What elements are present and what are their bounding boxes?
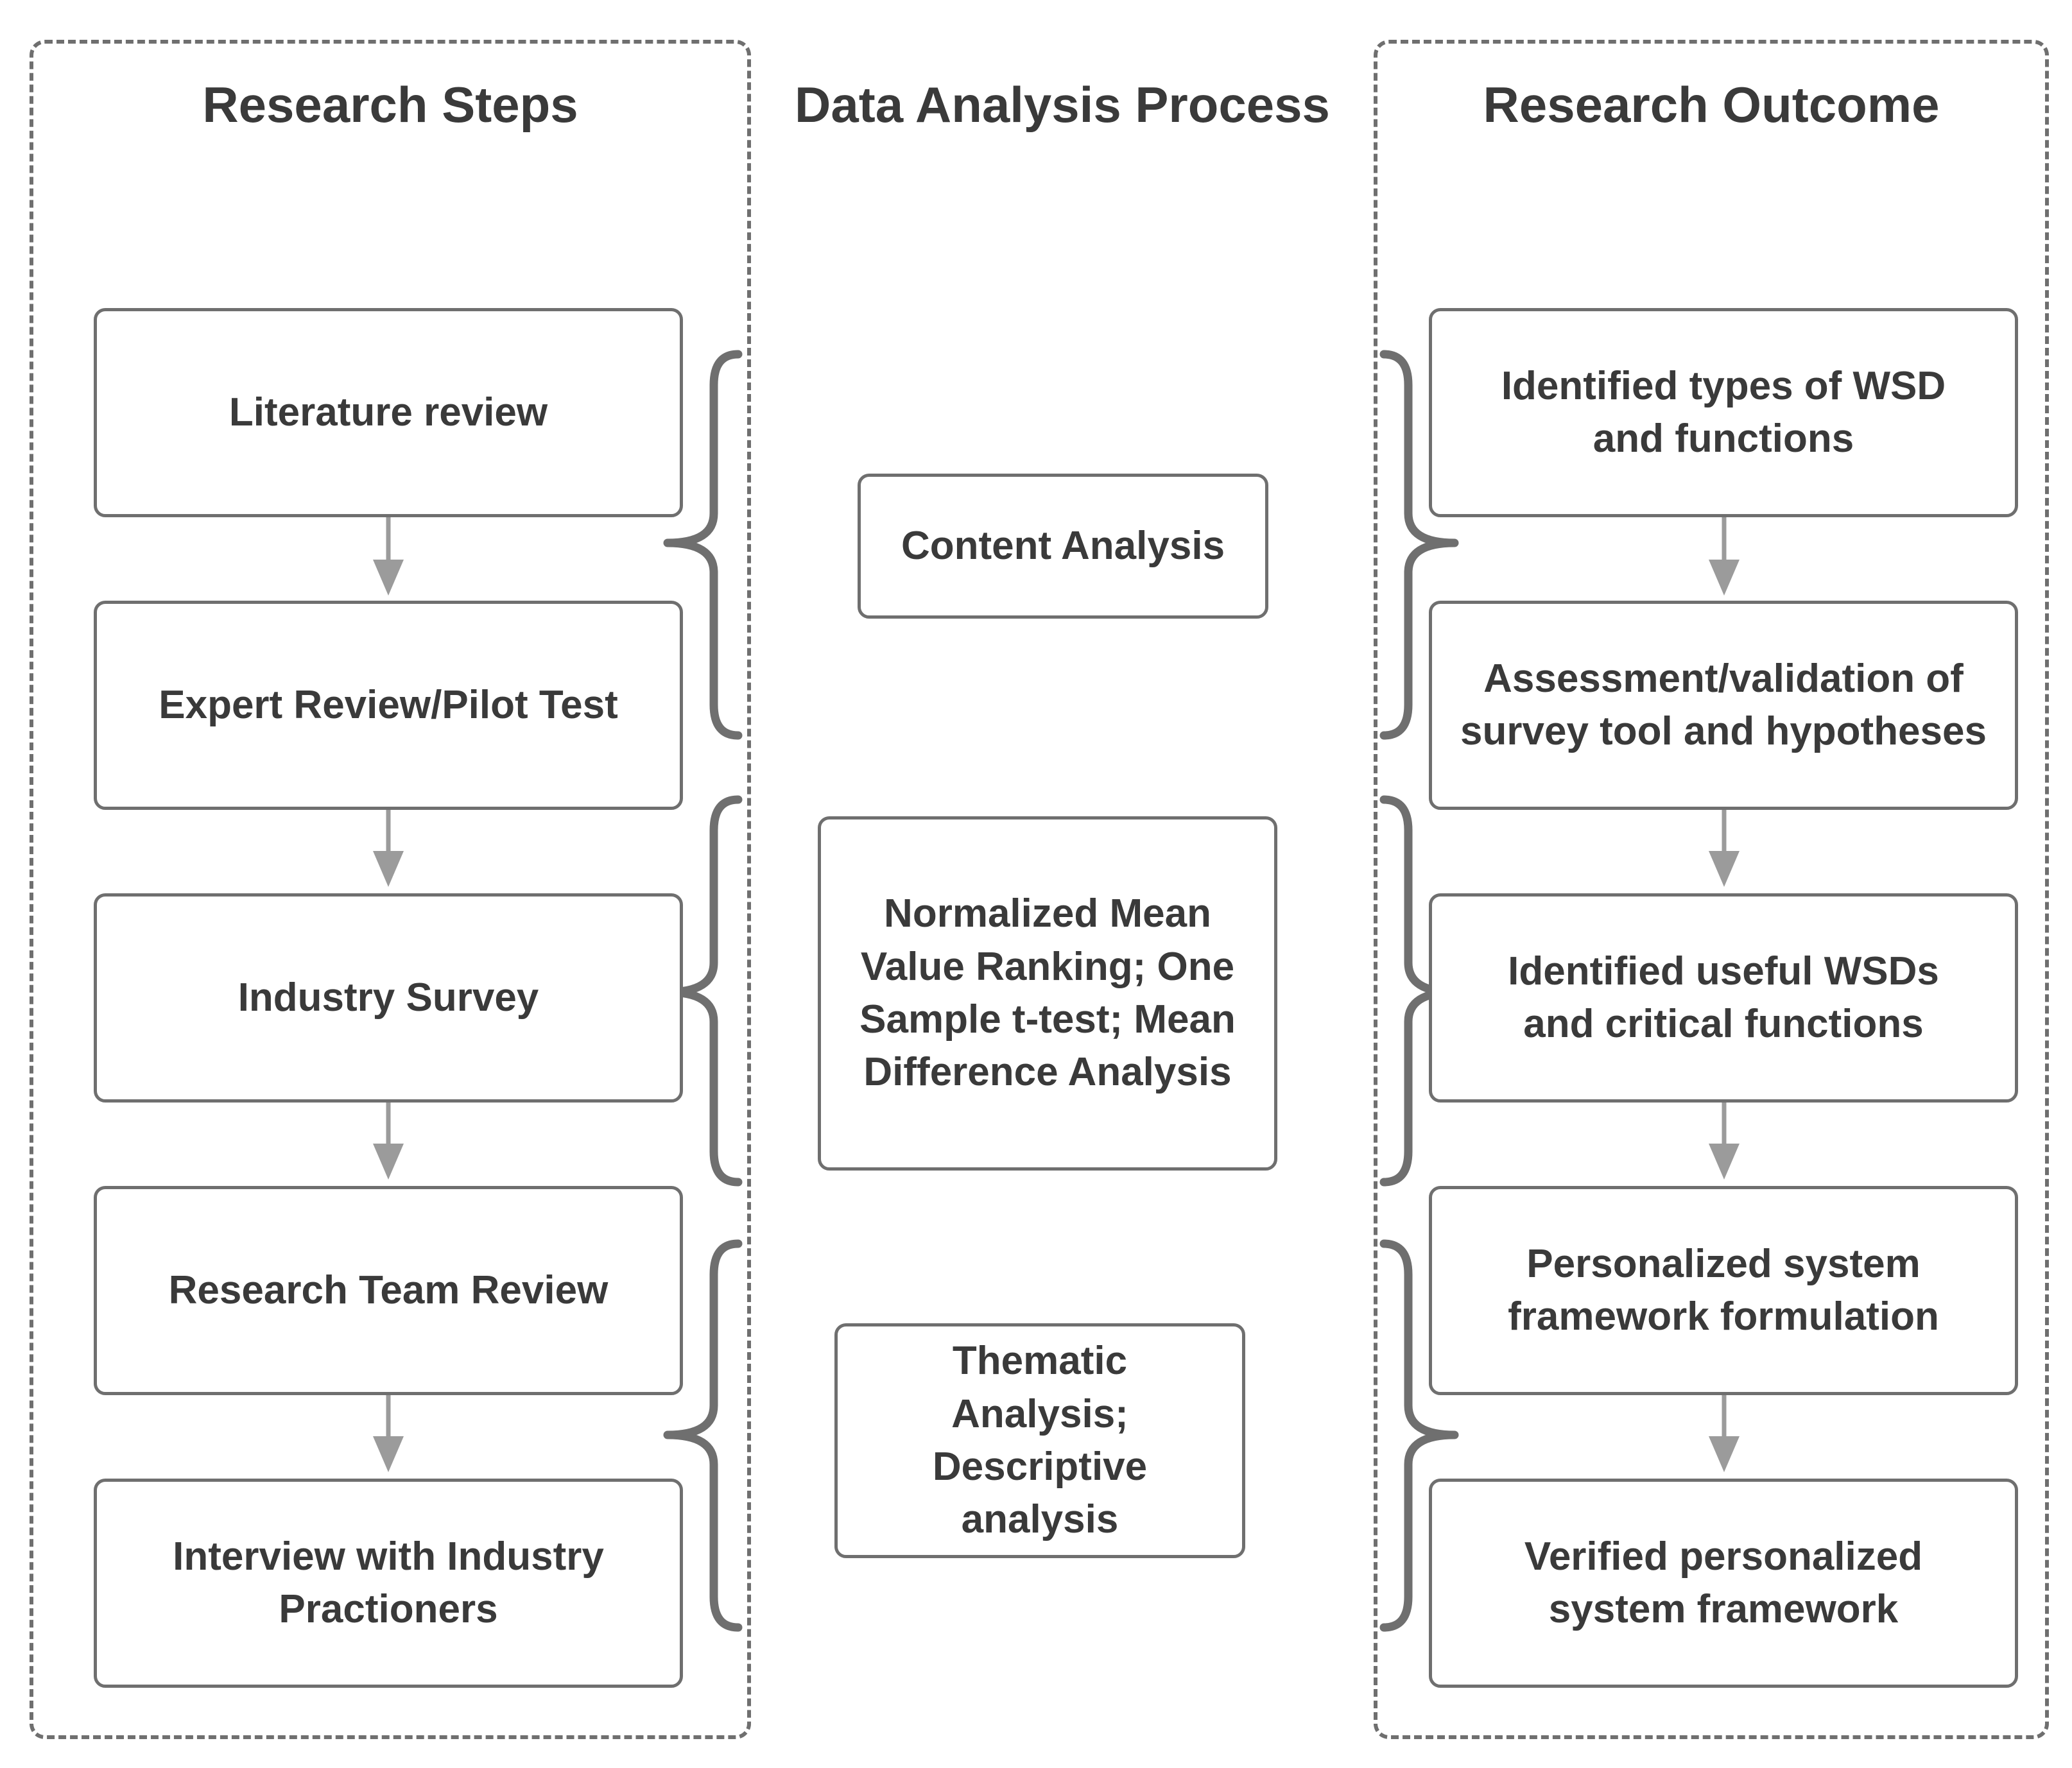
outcome-label: Personalized system framework formulatio… [1508, 1241, 1939, 1339]
step-label: Expert Review/Pilot Test [159, 682, 618, 727]
outcome-verified-framework: Verified personalized system framework [1429, 1479, 2018, 1688]
step-arrow [373, 810, 404, 887]
outcome-arrow [1709, 1103, 1740, 1180]
step-expert-review: Expert Review/Pilot Test [94, 601, 683, 810]
outcome-useful-wsds: Identified useful WSDs and critical func… [1429, 893, 2018, 1103]
step-arrow [373, 517, 404, 596]
outcome-label: Verified personalized system framework [1524, 1534, 1923, 1631]
outcome-types-of-wsd: Identified types of WSD and functions [1429, 308, 2018, 517]
research-steps-panel [30, 40, 751, 1739]
outcome-framework-formulation: Personalized system framework formulatio… [1429, 1186, 2018, 1395]
analysis-content: Content Analysis [858, 474, 1268, 619]
right-brace-thematic [1379, 1239, 1459, 1632]
step-arrow [373, 1103, 404, 1180]
left-brace-thematic [663, 1239, 743, 1632]
research-outcome-panel [1374, 40, 2049, 1739]
outcome-label: Assessment/validation of survey tool and… [1460, 656, 1987, 753]
step-interview: Interview with Industry Practioners [94, 1479, 683, 1688]
data-analysis-heading: Data Analysis Process [795, 76, 1330, 133]
analysis-label: Content Analysis [901, 523, 1225, 568]
step-label: Industry Survey [237, 975, 539, 1020]
analysis-label: Normalized Mean Value Ranking; One Sampl… [859, 891, 1236, 1095]
left-brace-content [663, 350, 743, 740]
step-arrow [373, 1395, 404, 1472]
outcome-label: Identified useful WSDs and critical func… [1508, 948, 1939, 1046]
right-brace-content [1379, 350, 1459, 740]
research-steps-heading: Research Steps [202, 76, 578, 133]
step-research-team-review: Research Team Review [94, 1186, 683, 1395]
research-outcome-heading: Research Outcome [1483, 76, 1940, 133]
analysis-thematic: Thematic Analysis; Descriptive analysis [834, 1323, 1245, 1558]
analysis-label: Thematic Analysis; Descriptive analysis [932, 1339, 1148, 1542]
step-literature-review: Literature review [94, 308, 683, 517]
analysis-statistics: Normalized Mean Value Ranking; One Sampl… [818, 816, 1277, 1171]
step-industry-survey: Industry Survey [94, 893, 683, 1103]
step-label: Interview with Industry Practioners [173, 1534, 604, 1631]
step-label: Literature review [229, 390, 548, 434]
outcome-arrow [1709, 517, 1740, 596]
outcome-label: Identified types of WSD and functions [1501, 363, 1946, 461]
outcome-arrow [1709, 810, 1740, 887]
outcome-arrow [1709, 1395, 1740, 1472]
step-label: Research Team Review [168, 1267, 609, 1312]
outcome-assessment: Assessment/validation of survey tool and… [1429, 601, 2018, 810]
